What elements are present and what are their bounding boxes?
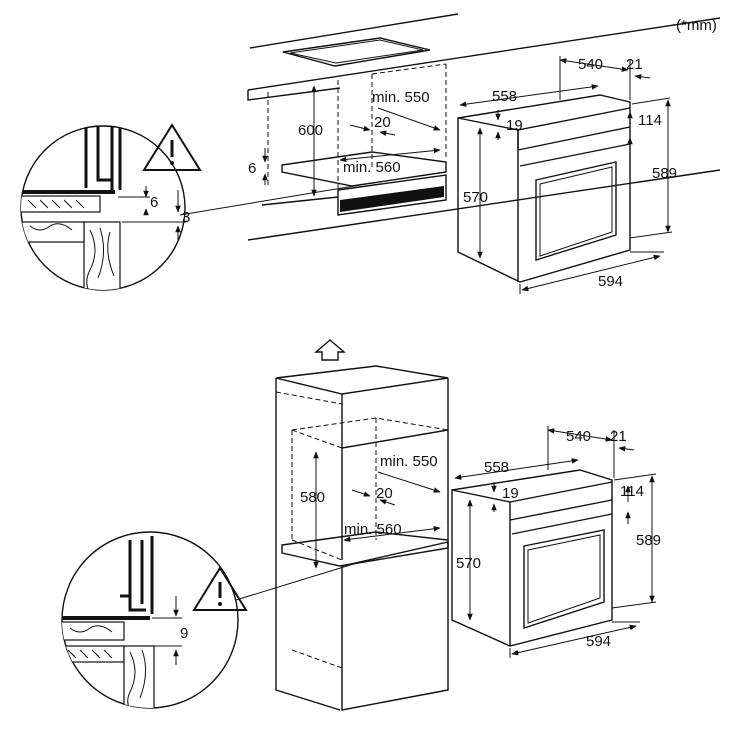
bottom-oven-panel: 114 [620, 483, 644, 500]
bottom-oven-front: 21 [610, 428, 627, 445]
top-niche-height: 600 [298, 122, 323, 139]
top-niche-gap: 20 [374, 114, 391, 131]
hob [282, 37, 431, 67]
bottom-installation: 580 min. 550 20 min. 560 [235, 339, 449, 711]
top-warning-icon [142, 123, 202, 171]
top-oven: 540 21 558 19 114 589 570 594 [457, 56, 677, 294]
top-floor-gap: 6 [248, 160, 256, 177]
top-detail-b: 3 [182, 209, 190, 226]
bottom-oven-height-body: 570 [456, 555, 481, 572]
top-oven-top-offset: 19 [506, 117, 523, 134]
top-oven-panel: 114 [638, 112, 662, 129]
top-oven-height-body: 570 [463, 189, 488, 206]
bottom-detail-a: 9 [180, 625, 188, 642]
bottom-warning-icon [192, 566, 248, 611]
unit-note: (*mm) [676, 17, 717, 34]
top-detail-circle: 6 3 [20, 123, 202, 291]
bottom-oven-depth-total: 540 [566, 428, 591, 445]
bottom-niche-depth: min. 550 [380, 453, 438, 470]
bottom-oven: 540 21 558 19 114 589 570 594 [451, 426, 661, 658]
top-oven-depth-total: 540 [578, 56, 603, 73]
top-niche-depth: min. 550 [372, 89, 430, 106]
top-oven-body-depth: 558 [492, 88, 517, 105]
top-detail-a: 6 [150, 194, 158, 211]
top-oven-height-front: 589 [652, 165, 677, 182]
bottom-niche-height: 580 [300, 489, 325, 506]
top-oven-width: 594 [598, 273, 623, 290]
top-installation: 600 min. 550 20 min. 560 6 [179, 13, 721, 241]
bottom-oven-top-offset: 19 [502, 485, 519, 502]
bottom-detail-circle: 9 [61, 531, 248, 709]
up-arrow-icon [314, 339, 346, 361]
bottom-oven-height-front: 589 [636, 532, 661, 549]
bottom-niche-gap: 20 [376, 485, 393, 502]
bottom-oven-width: 594 [586, 633, 611, 650]
top-oven-front: 21 [626, 56, 643, 73]
bottom-niche-width: min. 560 [344, 521, 402, 538]
bottom-oven-body-depth: 558 [484, 459, 509, 476]
top-niche-width: min. 560 [343, 159, 401, 176]
